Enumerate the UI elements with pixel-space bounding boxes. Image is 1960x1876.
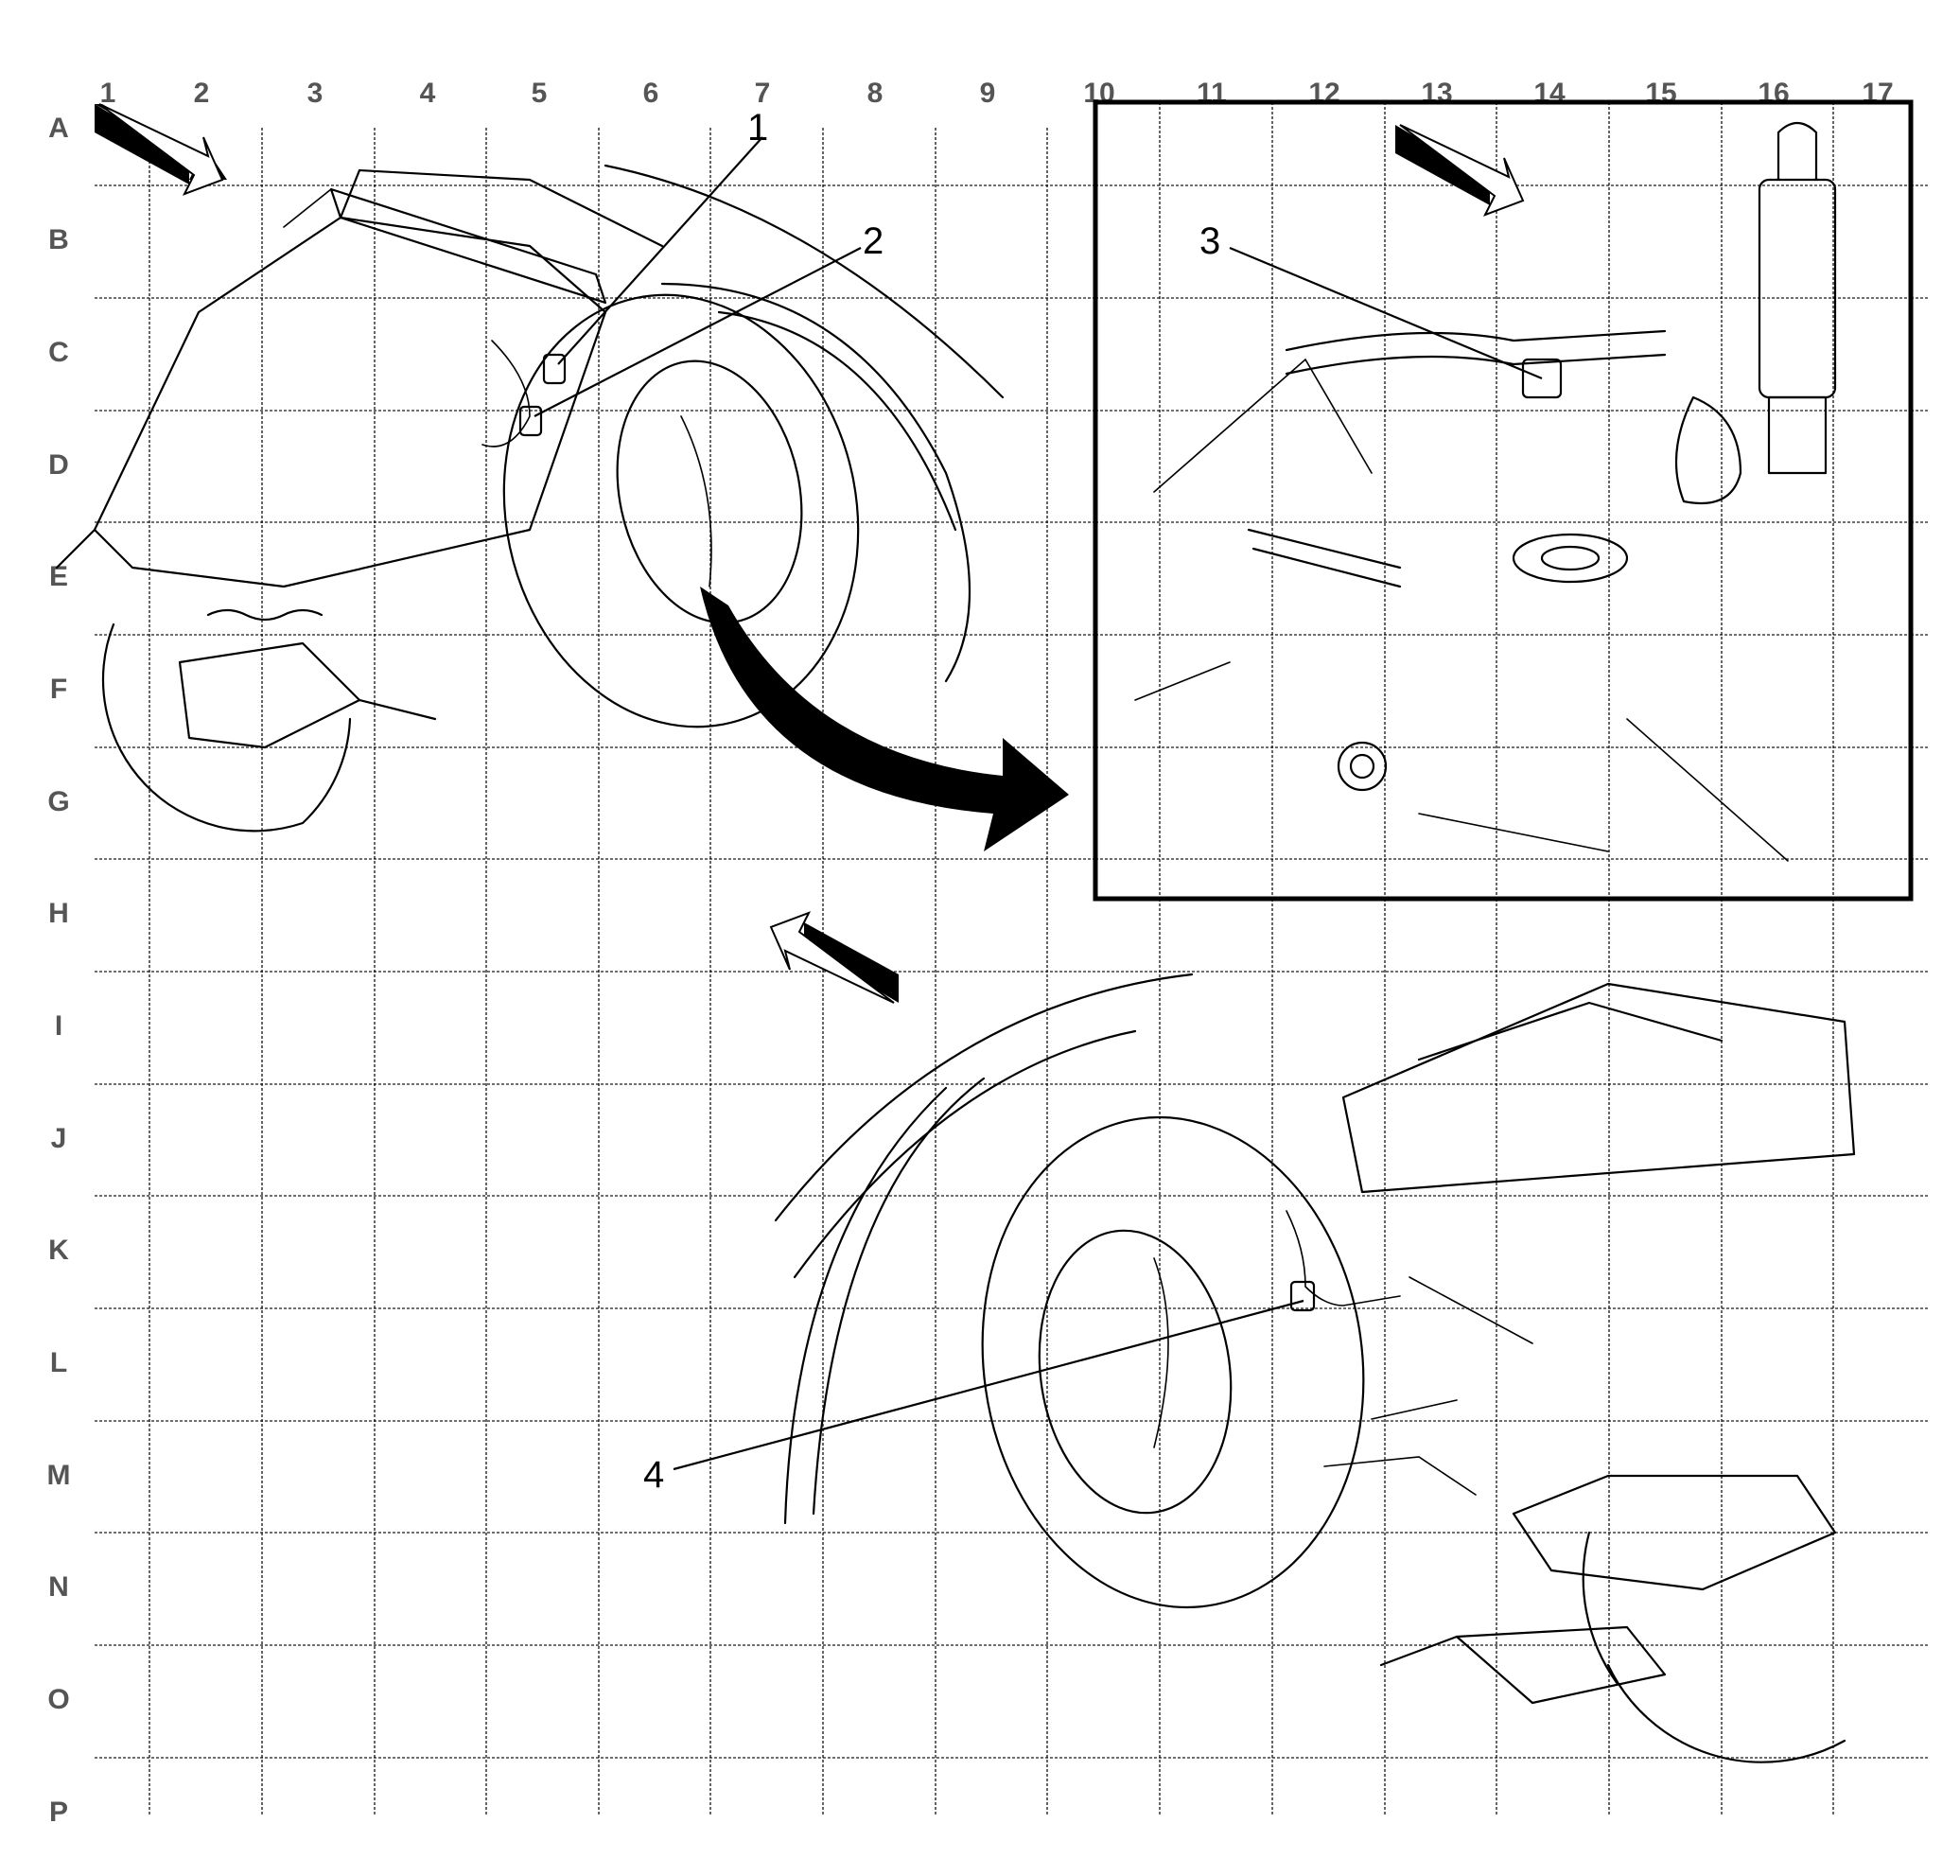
connector-1 [542,353,567,385]
column-label: 9 [980,78,996,109]
callout-4: 4 [643,1299,1304,1496]
row-label: M [47,1460,71,1491]
row-label: P [49,1797,68,1828]
tire [502,293,860,728]
column-label: 6 [643,78,659,109]
bushing [1337,741,1388,792]
brake-rotor [1606,1663,1846,1763]
row-label: J [51,1123,67,1154]
connector-4 [1289,1280,1316,1312]
row-label: L [50,1347,67,1378]
column-label: 7 [755,78,771,109]
column-label: 3 [307,78,324,109]
callout-1: 1 [557,107,768,365]
row-label: D [48,449,69,481]
spring-seat [1512,533,1629,584]
row-label: N [48,1571,69,1603]
connector-2 [518,405,543,437]
row-label: E [49,561,68,592]
knuckle [1674,395,1742,505]
callout-label: 1 [747,107,768,149]
sensor-3 [1521,358,1563,399]
brake-rotor [101,622,352,833]
top-left-suspension-view [55,164,1005,833]
detail-view-curved-arrow-icon [700,587,1069,851]
column-label: 5 [532,78,548,109]
row-labels: A B C D E F G H I J K L M N O P [47,113,71,1828]
body-panel [93,216,607,588]
wheel-rim [1038,1229,1233,1515]
callout-label: 2 [863,220,884,262]
control-arm [178,641,361,749]
row-label: A [48,113,69,144]
callout-3: 3 [1199,220,1543,380]
column-label: 4 [420,78,436,109]
wheel-well [660,282,971,683]
bottom-right-suspension-view [774,973,1856,1763]
row-label: G [47,786,69,817]
forward-direction-arrow-icon [769,911,899,1004]
row-label: H [48,898,69,929]
frame-rail [1341,982,1856,1194]
sensor-harness [1286,1210,1401,1306]
wheel-well [812,1077,986,1516]
coil-spring [206,608,324,622]
tire [981,1115,1365,1609]
row-label: K [48,1235,69,1266]
column-label: 2 [194,78,210,109]
frame-rail [329,187,607,305]
row-label: I [55,1010,62,1042]
row-label: C [48,337,69,368]
callout-label: 3 [1199,220,1220,262]
inset-detail-view [1093,99,1914,902]
stabilizer-link [1247,528,1402,570]
control-arm [1455,1625,1667,1705]
forward-direction-arrow-icon [1395,124,1525,217]
row-label: O [47,1684,69,1715]
column-label: 8 [867,78,884,109]
callout-label: 4 [643,1454,664,1496]
row-label: F [50,674,67,705]
inset-frame [1093,99,1914,902]
forward-direction-arrow-icon [95,103,227,196]
row-label: B [48,224,69,255]
stabilizer-bar [1285,329,1667,352]
callout-2: 2 [534,220,884,417]
column-label: 1 [100,78,116,109]
